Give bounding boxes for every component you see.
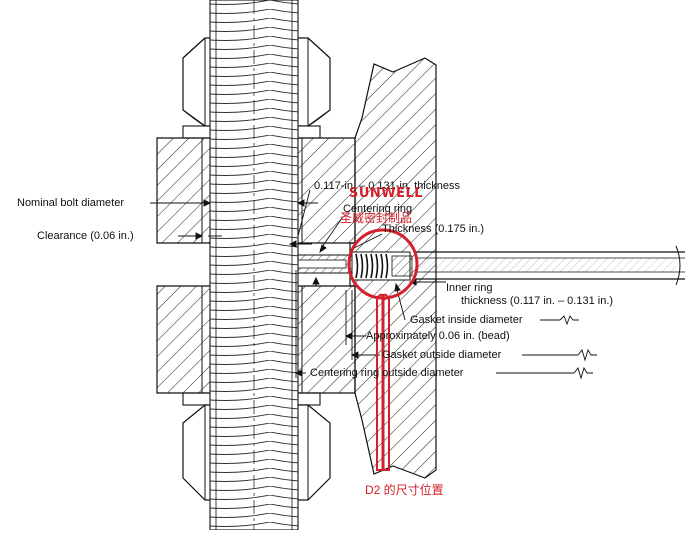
label-centering-ring: Centering ring	[343, 203, 413, 215]
label-centering-ring-outside-diameter: Centering ring outside diameter	[310, 367, 464, 379]
pipe-bore	[416, 245, 685, 286]
label-approx-bead: Approximately 0.06 in. (bead)	[366, 330, 510, 342]
label-nominal-bolt-diameter: Nominal bolt diameter	[17, 197, 124, 209]
label-gasket-inside-diameter: Gasket inside diameter	[410, 314, 523, 326]
label-gasket-outside-diameter: Gasket outside diameter	[382, 349, 502, 361]
label-inner-ring-thickness: thickness (0.117 in. – 0.131 in.)	[461, 295, 614, 307]
leader-lines	[150, 189, 597, 380]
watermark-brand: SUNWELL	[349, 186, 424, 201]
bolt-stud	[209, 0, 299, 531]
watermark-brand-cn: 圣威密封制品	[340, 211, 413, 225]
centering-ring	[289, 254, 353, 274]
d2-position-label: D2 的尺寸位置	[365, 483, 444, 497]
label-thickness-0175: Thickness (0.175 in.)	[382, 223, 485, 235]
label-clearance: Clearance (0.06 in.)	[37, 230, 134, 242]
label-inner-ring: Inner ring	[446, 282, 493, 294]
d2-annotation	[347, 228, 419, 471]
gasket-winding	[351, 251, 413, 281]
label-centering-ring-thickness-range: 0.117-in. – 0.131-in. thickness	[314, 180, 460, 192]
